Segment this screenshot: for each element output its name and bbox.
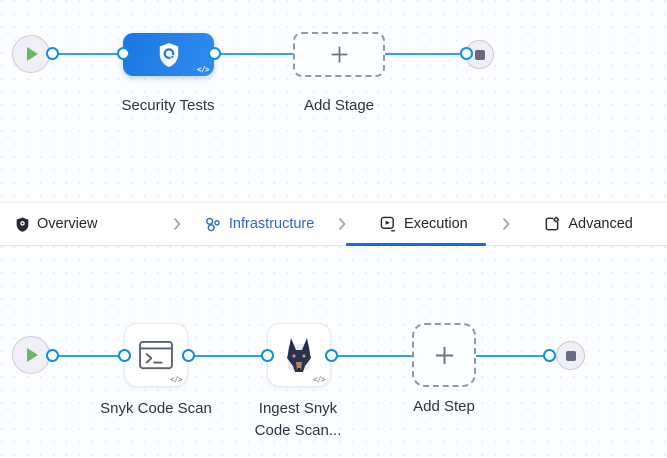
tab-infrastructure[interactable]: Infrastructure [181,203,338,245]
tab-label: Overview [37,216,98,232]
connector-line [331,355,412,357]
add-stage-button[interactable] [293,32,385,77]
stop-icon [474,49,485,60]
tab-advanced[interactable]: Advanced [510,203,667,245]
play-icon [26,47,38,61]
stage-config-tabs: Overview Infrastructure [0,202,667,246]
cluster-icon [204,217,221,232]
chevron-right-icon [173,217,181,231]
connector-port[interactable] [46,47,59,60]
play-card-icon [380,216,396,232]
shield-scan-icon [159,42,178,67]
connector-line [52,53,123,55]
tab-label: Advanced [568,216,633,232]
code-view-icon[interactable]: </> [196,64,210,74]
step-node-label: Ingest Snyk Code Scan... [254,400,342,439]
stage-canvas: </> Security Tests Add Stage [0,0,667,202]
step-node-snyk-code-scan[interactable]: </> [124,323,188,387]
code-view-icon[interactable]: </> [169,374,183,384]
tab-label: Execution [404,216,468,232]
snyk-dog-icon [287,338,311,372]
connector-port[interactable] [46,349,59,362]
terminal-icon [139,340,173,370]
tab-label: Infrastructure [228,216,315,232]
stop-icon [565,350,576,361]
stage-node-security-tests[interactable]: </> [123,33,214,76]
add-step-label: Add Step [413,398,475,415]
connector-port[interactable] [543,349,556,362]
shield-icon [16,217,29,232]
connector-line [214,53,293,55]
advanced-settings-icon [544,216,560,232]
play-icon [26,348,38,362]
connector-line [385,53,466,55]
connector-port[interactable] [261,349,274,362]
active-tab-underline [346,243,486,246]
execution-canvas: </> </> [0,246,667,458]
add-stage-label: Add Stage [303,97,375,114]
connector-port[interactable] [182,349,195,362]
connector-port[interactable] [460,47,473,60]
connector-port[interactable] [325,349,338,362]
connector-line [188,355,267,357]
plus-icon [435,346,453,364]
connector-port[interactable] [117,47,130,60]
tab-overview[interactable]: Overview [0,203,173,245]
add-step-button[interactable] [412,323,476,387]
execution-end-node [556,341,585,370]
chevron-right-icon [338,217,346,231]
code-view-icon[interactable]: </> [312,374,326,384]
stage-node-label: Security Tests [121,97,215,114]
step-node-ingest-snyk[interactable]: </> [267,323,331,387]
pipeline-start-node [12,35,50,73]
connector-line [476,355,549,357]
plus-icon [331,46,347,63]
step-node-label: Snyk Code Scan [100,400,212,417]
chevron-right-icon [502,217,510,231]
execution-start-node [12,336,50,374]
connector-port[interactable] [208,47,221,60]
connector-line [52,355,124,357]
tab-execution[interactable]: Execution [346,203,503,245]
connector-port[interactable] [118,349,131,362]
